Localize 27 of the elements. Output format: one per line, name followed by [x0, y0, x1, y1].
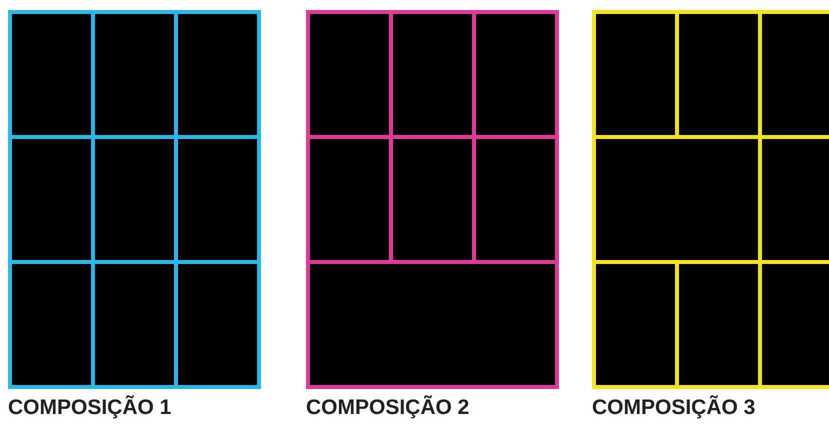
comic-panel [393, 14, 472, 135]
comic-panel [596, 264, 675, 385]
comic-panel [679, 264, 758, 385]
comic-panel [393, 139, 472, 260]
comic-panel [95, 139, 174, 260]
comic-panel [12, 264, 91, 385]
comic-panel [476, 14, 555, 135]
comic-panel [95, 14, 174, 135]
comic-panel [762, 264, 829, 385]
comic-panel [596, 14, 675, 135]
node-label: COMPOSIÇÃO 2 [306, 396, 470, 420]
comic-panel [476, 139, 555, 260]
comic-panel [178, 264, 257, 385]
comic-panel [95, 264, 174, 385]
node-label: COMPOSIÇÃO 1 [8, 396, 172, 420]
comic-panel [310, 139, 389, 260]
comic-panel [679, 14, 758, 135]
comic-panel [762, 14, 829, 135]
comic-panel [310, 14, 389, 135]
comic-panel [596, 139, 758, 260]
comic-panel [762, 139, 829, 260]
node-label: COMPOSIÇÃO 3 [592, 396, 756, 420]
comic-panel [178, 14, 257, 135]
comic-panel [310, 264, 555, 385]
comic-panel [178, 139, 257, 260]
comic-panel [12, 139, 91, 260]
comic-panel [12, 14, 91, 135]
